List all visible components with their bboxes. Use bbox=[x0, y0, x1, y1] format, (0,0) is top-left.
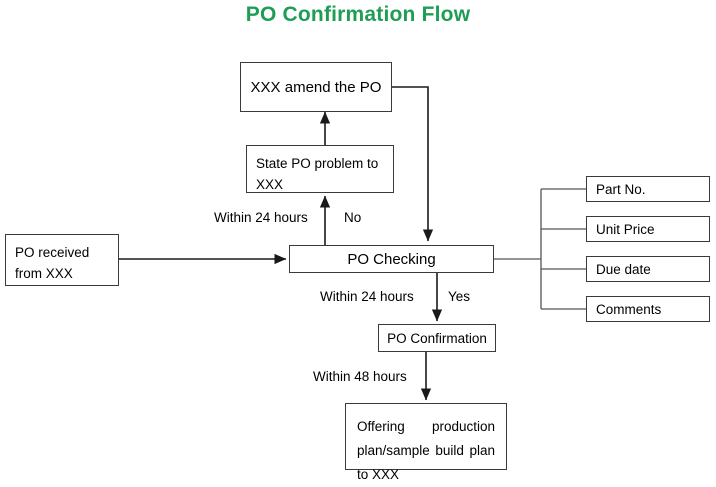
node-po-confirmation-label: PO Confirmation bbox=[387, 330, 487, 346]
node-offering-plan[interactable]: Offering production plan/sample build pl… bbox=[345, 403, 507, 482]
node-offering-plan-label: Offering production plan/sample build pl… bbox=[357, 419, 495, 482]
edge-amend-to-checking bbox=[392, 86, 434, 242]
node-po-checking[interactable]: PO Checking bbox=[289, 245, 494, 273]
node-amend-po[interactable]: XXX amend the PO bbox=[240, 62, 392, 112]
edge-label-within-24-hours-yes: Within 24 hours bbox=[320, 289, 414, 304]
node-check-item-comments[interactable]: Comments bbox=[586, 296, 710, 322]
edge-label-no: No bbox=[344, 210, 362, 225]
node-state-po-problem-label: State PO problem to XXX bbox=[256, 156, 379, 192]
node-check-item-unit-price-label: Unit Price bbox=[596, 221, 655, 237]
page-title: PO Confirmation Flow bbox=[245, 3, 471, 26]
node-check-item-due-date-label: Due date bbox=[596, 261, 651, 277]
node-amend-po-label: XXX amend the PO bbox=[250, 78, 382, 96]
node-check-item-part-no[interactable]: Part No. bbox=[586, 176, 710, 202]
node-check-item-part-no-label: Part No. bbox=[596, 181, 646, 197]
edge-label-within-24-hours-no: Within 24 hours bbox=[214, 210, 308, 225]
edge-label-within-48-hours: Within 48 hours bbox=[313, 369, 407, 384]
connector-lines bbox=[119, 86, 586, 401]
node-po-received[interactable]: PO received from XXX bbox=[5, 234, 119, 286]
node-check-item-comments-label: Comments bbox=[596, 301, 662, 317]
node-po-checking-label: PO Checking bbox=[347, 250, 436, 268]
flowchart-canvas: PO Confirmation Flow XXX amend the PO bbox=[5, 3, 710, 482]
node-po-confirmation[interactable]: PO Confirmation bbox=[378, 324, 496, 352]
node-check-item-unit-price[interactable]: Unit Price bbox=[586, 216, 710, 242]
node-state-po-problem[interactable]: State PO problem to XXX bbox=[246, 145, 394, 193]
node-po-received-label: PO received from XXX bbox=[15, 245, 90, 281]
node-check-item-due-date[interactable]: Due date bbox=[586, 256, 710, 282]
edge-label-yes: Yes bbox=[448, 289, 471, 304]
